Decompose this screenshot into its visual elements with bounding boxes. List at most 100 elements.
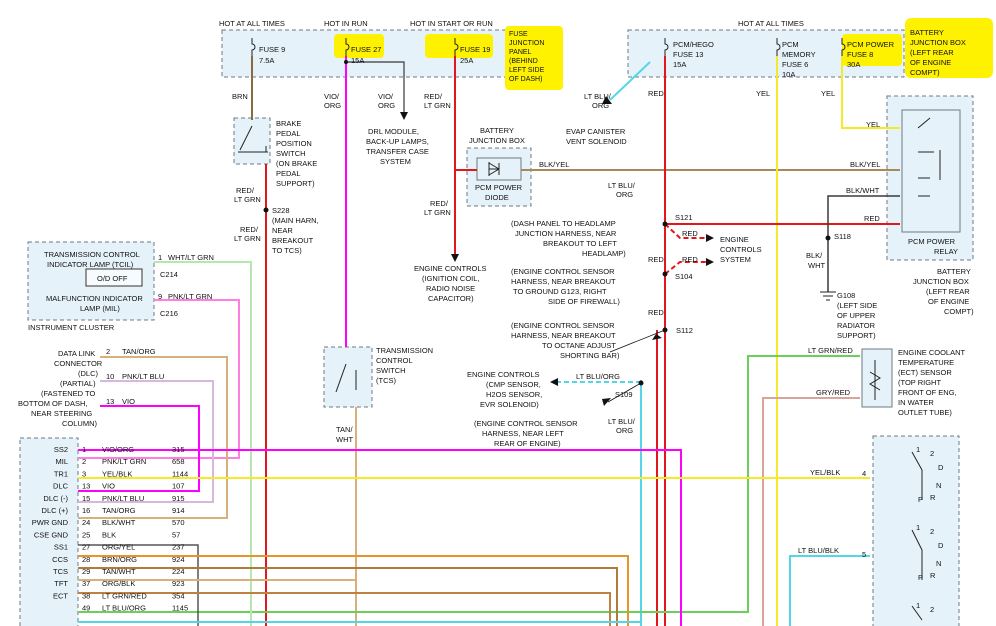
svg-text:VIO: VIO [122,397,135,406]
svg-text:2: 2 [106,347,110,356]
svg-text:(ENGINE CONTROL SENSOR: (ENGINE CONTROL SENSOR [474,419,578,428]
hot-start-run: HOT IN START OR RUN [410,19,493,28]
trs-position-label: N [936,559,941,568]
fuse-panel-label: FUSE JUNCTION PANEL (BEHIND LEFT SIDE OF… [509,31,545,83]
svg-text:LAMP (MIL): LAMP (MIL) [80,304,120,313]
svg-text:COMPT): COMPT) [910,68,940,77]
bjb-right-label: BATTERY JUNCTION BOX (LEFT REAR OF ENGIN… [913,267,974,316]
pcm-row-wire: LT BLU/ORG [102,604,146,613]
pcm-row-wire: BLK/WHT [102,518,136,527]
s109-label: S109 [615,390,633,399]
wire-brn: BRN [232,92,248,101]
trs-position-label: 2 [930,605,934,614]
wire-ltblu-org-2a: LT BLU/ [608,181,636,190]
pcm-row-pin: 24 [82,518,90,527]
svg-text:10: 10 [106,372,114,381]
pcm-power-relay-label: PCM POWER RELAY [908,237,958,256]
wire-red-d: RED [682,255,698,264]
wire-vio-org-1a: VIO/ [324,92,340,101]
svg-text:TO OCTANE ADJUST: TO OCTANE ADJUST [542,341,616,350]
pcm-row-pin: 25 [82,530,90,539]
s121-desc: (DASH PANEL TO HEADLAMP JUNCTION HARNESS… [511,219,626,258]
svg-text:FUSE 6: FUSE 6 [782,60,808,69]
pcm-row-wire: VIO/ORG [102,445,134,454]
pcm-connector-box [19,437,79,626]
pcm-row-name: PWR GND [32,518,69,527]
ect-sensor-label: ENGINE COOLANT TEMPERATURE (ECT) SENSOR … [898,348,966,417]
trs-position-label: N [936,481,941,490]
wire-red-ltgrn-2b: LT GRN [234,195,261,204]
s112-desc: (ENGINE CONTROL SENSOR HARNESS, NEAR BRE… [511,321,620,360]
pcm-row-name: DLC [53,482,69,491]
pcm-row-circuit: 570 [172,518,185,527]
svg-text:TRANSMISSION: TRANSMISSION [376,346,433,355]
wire-tan-wht-a: TAN/ [336,425,353,434]
wires [78,56,900,626]
svg-text:(ENGINE CONTROL SENSOR: (ENGINE CONTROL SENSOR [511,267,615,276]
trs-position-label: R [930,571,936,580]
svg-text:SWITCH: SWITCH [276,149,306,158]
pcm-row-circuit: 914 [172,506,185,515]
pcm-row-name: TR1 [54,469,68,478]
svg-text:(PARTIAL): (PARTIAL) [60,379,96,388]
wire-red-ltgrn-2a: RED/ [236,186,255,195]
pcm-row-name: SS1 [54,543,68,552]
wire-red-ltgrn-4b: LT GRN [424,208,451,217]
wire-vio-org-1b: ORG [324,101,341,110]
splice-dots [263,60,831,386]
fuse9-amp: 7.5A [259,56,274,65]
pcm-row-wire: PNK/LT BLU [102,494,144,503]
pcm-row-pin: 16 [82,506,90,515]
pcm-row-circuit: 658 [172,457,185,466]
svg-text:(DASH PANEL TO HEADLAMP: (DASH PANEL TO HEADLAMP [511,219,616,228]
pcm-power-relay-box [901,109,961,233]
pcm-row-pin: 49 [82,604,90,613]
trs-position-label: P [918,573,923,582]
wire-red-ltgrn-1b: LT GRN [424,101,451,110]
pcm-row-name: CCS [52,555,68,564]
wire-ltblu-org-4a: LT BLU/ [608,417,636,426]
engine-controls-cmp-label: ENGINE CONTROLS (CMP SENSOR, H2OS SENSOR… [467,370,542,409]
pcm-row-name: TCS [53,567,68,576]
bjb-diode-title: BATTERY JUNCTION BOX [469,126,525,145]
pcm-row-pin: 28 [82,555,90,564]
svg-text:TAN/ORG: TAN/ORG [122,347,156,356]
svg-text:EVAP CANISTER: EVAP CANISTER [566,127,626,136]
wire-gry-red: GRY/RED [816,388,851,397]
wire-blk-yel-2: BLK/YEL [850,160,880,169]
svg-text:PANEL: PANEL [509,49,532,56]
wire-lt-blu-blk: LT BLU/BLK [798,546,839,555]
fuse27-name: FUSE 27 [351,45,381,54]
wire-red-e: RED [648,308,664,317]
pcm-row-pin: 3 [82,469,86,478]
svg-text:DIODE: DIODE [485,193,509,202]
svg-text:ENGINE: ENGINE [720,235,749,244]
pcm-row-pin: 38 [82,591,90,600]
svg-text:SYSTEM: SYSTEM [720,255,751,264]
pcm-row-circuit: 924 [172,555,185,564]
svg-text:9: 9 [158,292,162,301]
fuse9-name: FUSE 9 [259,45,285,54]
svg-text:(TCS): (TCS) [376,376,396,385]
svg-text:PCM: PCM [782,40,799,49]
wire-ltblu-org-1a: LT BLU/ [584,92,612,101]
svg-text:FUSE: FUSE [509,31,528,38]
svg-text:BOTTOM OF DASH,: BOTTOM OF DASH, [18,399,87,408]
pcm-row-wire: TAN/ORG [102,506,136,515]
svg-text:(BEHIND: (BEHIND [509,58,538,65]
pcm-row-wire: VIO [102,482,115,491]
brake-pedal-switch-label: BRAKE PEDAL POSITION SWITCH (ON BRAKE PE… [276,119,317,188]
svg-text:OF UPPER: OF UPPER [837,311,876,320]
trs-position-label: D [938,463,944,472]
s104-label: S104 [675,272,693,281]
svg-text:SHORTING BAR): SHORTING BAR) [560,351,620,360]
svg-text:SYSTEM: SYSTEM [380,157,411,166]
pcm-row-name: ECT [53,591,68,600]
svg-text:BREAKOUT TO LEFT: BREAKOUT TO LEFT [543,239,617,248]
wire-blk-yel-1: BLK/YEL [539,160,569,169]
pcm-row-wire: BLK [102,530,116,539]
pcm-row-circuit: 923 [172,579,185,588]
svg-text:PEDAL: PEDAL [276,169,301,178]
svg-text:SUPPORT): SUPPORT) [837,331,876,340]
svg-text:HARNESS, NEAR BREAKOUT: HARNESS, NEAR BREAKOUT [511,277,616,286]
